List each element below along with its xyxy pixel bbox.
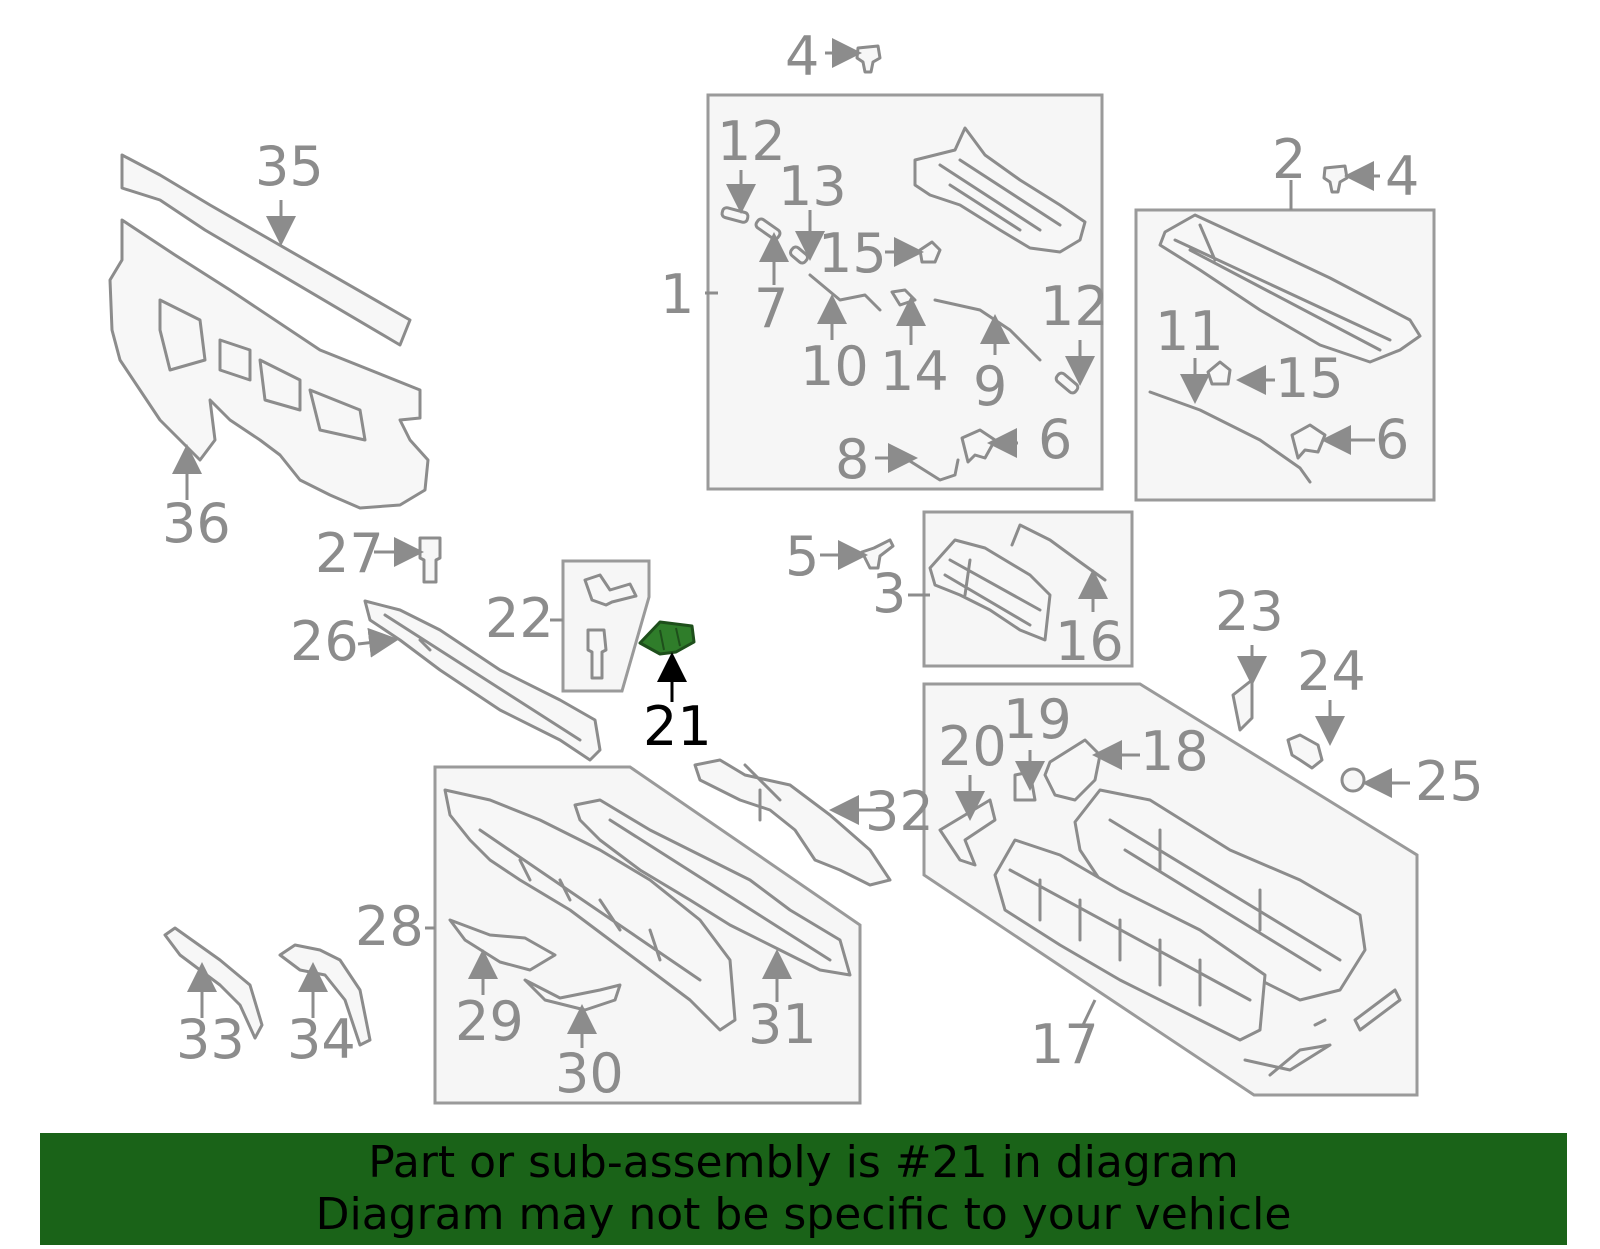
part-25-shape	[1340, 767, 1366, 793]
part-17-cowl-upper-detail	[1108, 818, 1342, 972]
part-22-bolt-b	[586, 628, 608, 680]
callout-33: 33	[176, 1008, 245, 1071]
callout-12-b: 12	[1040, 275, 1109, 338]
callout-20: 20	[938, 715, 1007, 778]
group-box-22	[561, 559, 651, 693]
part-4-shape-b	[1322, 164, 1349, 194]
callout-14: 14	[880, 340, 949, 403]
callout-2: 2	[1272, 128, 1306, 191]
callout-24: 24	[1297, 640, 1366, 703]
part-26-detail	[383, 613, 582, 742]
part-19-shape	[1013, 770, 1037, 802]
callout-35: 35	[255, 135, 324, 198]
callout-15-a: 15	[818, 222, 887, 285]
callout-30: 30	[555, 1042, 624, 1105]
callout-3: 3	[872, 562, 906, 625]
callout-13: 13	[778, 155, 847, 218]
part-35-shape	[120, 153, 412, 347]
part-27-shape	[418, 536, 442, 584]
callout-17: 17	[1030, 1013, 1099, 1076]
part-17-bracket	[1243, 1043, 1332, 1077]
info-banner: Part or sub-assembly is #21 in diagram D…	[40, 1133, 1567, 1245]
callout-7: 7	[754, 277, 788, 340]
callout-18: 18	[1140, 720, 1209, 783]
callout-11: 11	[1155, 300, 1224, 363]
part-17-cowl-lower	[993, 838, 1267, 1042]
part-15-shape-b	[1206, 360, 1232, 386]
part-31-detail	[608, 818, 832, 962]
callout-25: 25	[1415, 750, 1484, 813]
callout-27: 27	[315, 522, 384, 585]
part-3-detail	[943, 558, 1042, 627]
part-5-shape	[860, 538, 895, 570]
part-28-shape	[443, 788, 737, 1032]
callout-15-b: 15	[1275, 347, 1344, 410]
part-8-shape	[903, 456, 960, 482]
leader-lines	[172, 38, 1410, 1048]
part-6-shape-b	[1290, 423, 1327, 460]
banner-line-2: Diagram may not be specific to your vehi…	[315, 1189, 1292, 1240]
part-31-shape	[573, 798, 852, 977]
part-32-detail	[743, 763, 782, 822]
part-2-cowl-detail	[1173, 223, 1392, 352]
callout-6-b: 6	[1375, 408, 1409, 471]
part-23-shape	[1231, 678, 1254, 732]
callout-28: 28	[355, 895, 424, 958]
callout-4-top: 4	[785, 25, 819, 88]
part-30-shape	[523, 978, 622, 1012]
part-28-detail	[478, 828, 702, 982]
callout-16: 16	[1055, 610, 1124, 673]
callout-31: 31	[748, 993, 817, 1056]
callout-8: 8	[835, 428, 869, 491]
part-17-clip	[1313, 988, 1402, 1032]
callout-36: 36	[162, 492, 231, 555]
callout-10: 10	[800, 335, 869, 398]
callout-32: 32	[865, 780, 934, 843]
part-21-shape	[638, 620, 696, 656]
part-4-shape-a	[855, 44, 882, 74]
part-21-detail	[659, 627, 681, 651]
banner-line-1: Part or sub-assembly is #21 in diagram	[368, 1137, 1239, 1188]
callout-9: 9	[973, 355, 1007, 418]
part-10-shape	[808, 273, 882, 312]
callout-22: 22	[485, 587, 554, 650]
callout-4-right: 4	[1385, 145, 1419, 208]
part-6-shape-a	[960, 428, 997, 464]
callout-26: 26	[290, 610, 359, 673]
part-1-cowl-detail	[938, 158, 1062, 232]
part-24-shape	[1286, 733, 1324, 770]
part-17-cowl-lower-detail	[1008, 868, 1252, 1007]
callout-1: 1	[660, 263, 694, 326]
callout-29: 29	[455, 990, 524, 1053]
part-29-shape	[448, 918, 557, 972]
callout-labels: 4 1 12 13 15 7 10 14 9 12 8 6 2 4 11 15 …	[162, 25, 1484, 1105]
part-1-cowl	[913, 126, 1087, 254]
callout-23: 23	[1215, 580, 1284, 643]
callout-5: 5	[785, 525, 819, 588]
callout-6-a: 6	[1038, 408, 1072, 471]
part-36-detail	[158, 298, 367, 442]
callout-12-a: 12	[717, 110, 786, 173]
part-11-shape	[1148, 390, 1312, 484]
part-18-shape	[1043, 738, 1102, 802]
part-16-shape	[1010, 523, 1107, 582]
callout-34: 34	[287, 1008, 356, 1071]
part-22-bolt-a	[583, 573, 638, 607]
callout-21: 21	[643, 695, 712, 758]
callout-19: 19	[1003, 688, 1072, 751]
